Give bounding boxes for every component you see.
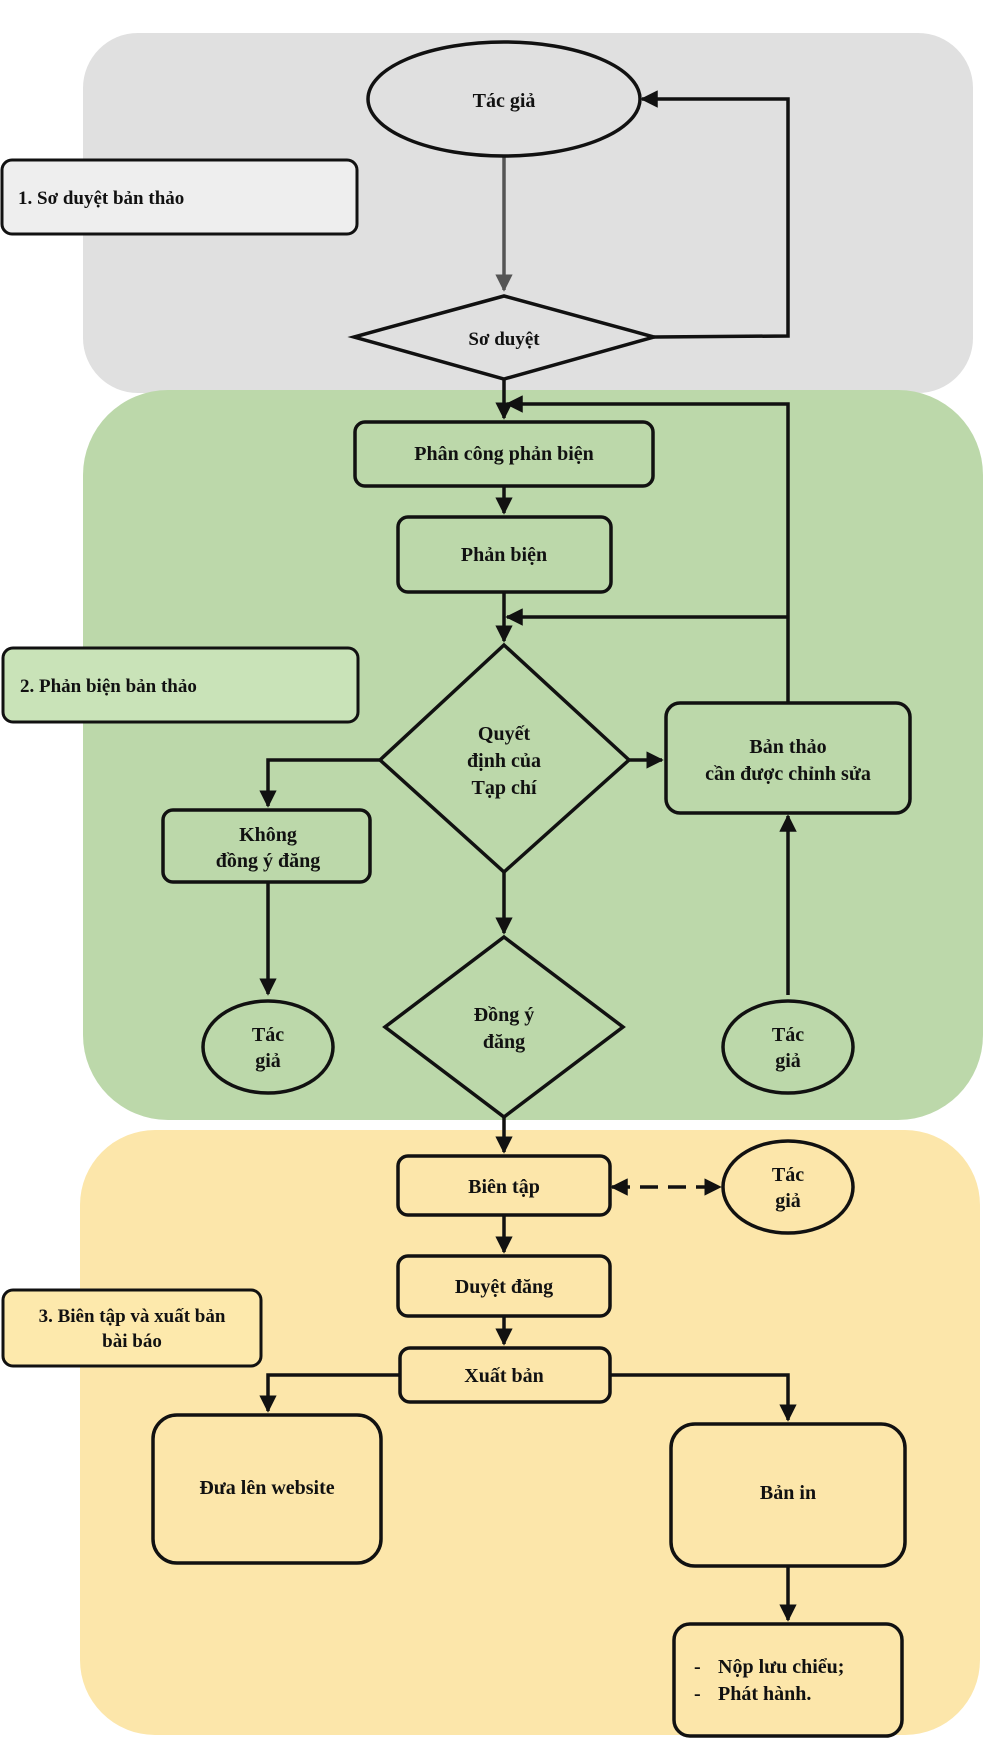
node-revision-needed-line1: Bản thảo xyxy=(749,736,826,758)
node-accepted: Đồng ý đăng xyxy=(382,934,626,1120)
node-website: Đưa lên website xyxy=(151,1413,383,1565)
node-print-edition: Bản in xyxy=(669,1422,907,1568)
connector-revision-to-reassign xyxy=(505,395,790,703)
node-journal-decision-line2: định của xyxy=(467,750,541,772)
node-accepted-line1: Đồng ý xyxy=(474,1004,535,1026)
node-author-top-text: Tác giả xyxy=(473,90,536,112)
node-author-editing-line1: Tác xyxy=(772,1164,804,1186)
stage1-background xyxy=(83,33,973,393)
connector-publishing-to-website xyxy=(259,1373,400,1413)
node-publish-approval-text: Duyệt đăng xyxy=(455,1276,553,1298)
node-initial-review-text: Sơ duyệt xyxy=(468,329,540,350)
node-author-top: Tác giả xyxy=(366,40,642,158)
node-publishing: Xuất bản xyxy=(398,1346,612,1404)
stage3-label: 3. Biên tập và xuất bản bài báo xyxy=(1,1288,263,1368)
node-initial-review: Sơ duyệt xyxy=(347,294,661,381)
stage3-label-line2: bài báo xyxy=(102,1331,162,1352)
node-rejected: Không đồng ý đăng xyxy=(161,808,372,884)
node-print-tasks-bullet2: - xyxy=(694,1683,701,1705)
node-revision-needed-line2: cần được chỉnh sửa xyxy=(705,763,871,785)
node-rejected-line1: Không xyxy=(239,824,297,846)
node-editing: Biên tập xyxy=(396,1154,612,1217)
node-peer-review: Phản biện xyxy=(396,515,613,594)
stage3-label-line1: 3. Biên tập và xuất bản xyxy=(39,1306,226,1327)
node-journal-decision-line3: Tạp chí xyxy=(471,777,536,799)
stage2-label-text: 2. Phản biện bản thảo xyxy=(20,676,197,697)
node-author-rejected-line2: giả xyxy=(255,1050,281,1072)
node-publish-approval: Duyệt đăng xyxy=(396,1254,612,1318)
stage3-background xyxy=(80,1130,980,1735)
node-author-editing-line2: giả xyxy=(775,1190,801,1212)
connector-publishing-to-print xyxy=(610,1373,797,1422)
node-author-revision-line2: giả xyxy=(775,1050,801,1072)
node-journal-decision: Quyết định của Tạp chí xyxy=(377,642,632,875)
node-revision-needed: Bản thảo cần được chỉnh sửa xyxy=(664,701,912,815)
node-author-rejected-line1: Tác xyxy=(252,1024,284,1046)
node-author-rejected: Tác giả xyxy=(201,999,335,1095)
node-editing-text: Biên tập xyxy=(468,1176,540,1198)
node-author-revision: Tác giả xyxy=(721,999,855,1095)
node-print-tasks-item2: Phát hành. xyxy=(718,1683,811,1705)
node-print-edition-text: Bản in xyxy=(760,1482,816,1504)
node-website-text: Đưa lên website xyxy=(199,1477,334,1499)
node-assign-reviewers: Phân công phản biện xyxy=(353,420,655,488)
stage1-label: 1. Sơ duyệt bản thảo xyxy=(0,158,359,236)
node-author-editing: Tác giả xyxy=(721,1139,855,1235)
stage2-label: 2. Phản biện bản thảo xyxy=(1,646,360,724)
node-journal-decision-line1: Quyết xyxy=(478,723,531,745)
node-accepted-line2: đăng xyxy=(483,1031,525,1053)
node-print-tasks-item1: Nộp lưu chiểu; xyxy=(718,1656,844,1678)
node-peer-review-text: Phản biện xyxy=(461,544,547,566)
node-publishing-text: Xuất bản xyxy=(464,1365,543,1387)
node-print-tasks-bullet1: - xyxy=(694,1656,701,1678)
node-assign-reviewers-text: Phân công phản biện xyxy=(414,443,594,465)
node-rejected-line2: đồng ý đăng xyxy=(216,850,321,872)
node-author-revision-line1: Tác xyxy=(772,1024,804,1046)
connector-review-return-to-author xyxy=(640,90,790,339)
connector-decision-to-rejected xyxy=(259,758,380,808)
stage1-label-text: 1. Sơ duyệt bản thảo xyxy=(18,188,184,209)
node-print-tasks: - Nộp lưu chiểu; - Phát hành. xyxy=(672,1622,904,1738)
